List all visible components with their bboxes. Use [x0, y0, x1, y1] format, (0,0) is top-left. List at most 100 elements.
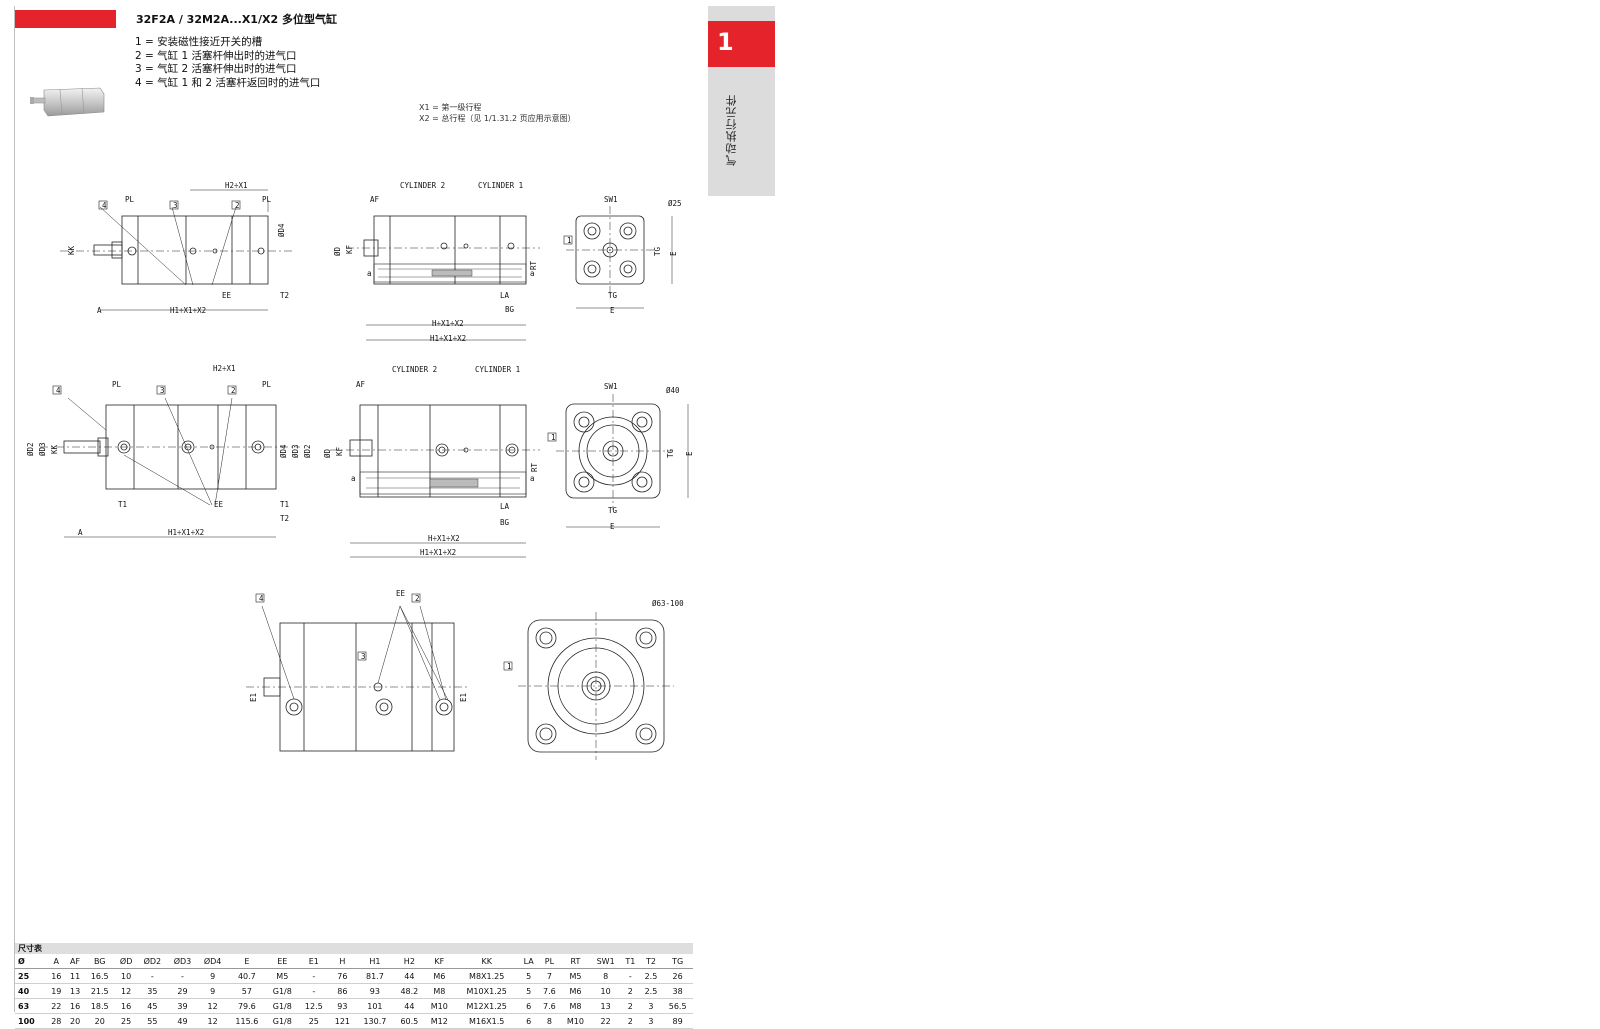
label-e-v-40: E — [685, 451, 694, 456]
label-af-25: AF — [370, 195, 380, 204]
label-h2-25: H2÷X1 — [225, 181, 248, 190]
label-d3-40a: ØD3 — [38, 442, 47, 456]
note-x2: X2 = 总行程（见 1/1.31.2 页应用示意图） — [419, 114, 576, 123]
label-h-25: H÷X1÷X2 — [432, 319, 464, 328]
stroke-notes: X1 = 第一级行程 X2 = 总行程（见 1/1.31.2 页应用示意图） — [419, 102, 576, 124]
table-cell: 56.5 — [662, 998, 693, 1014]
table-cell: 2.5 — [639, 968, 663, 984]
table-cell: 12 — [197, 998, 228, 1014]
table-cell: 93 — [329, 998, 356, 1014]
table-cell: M16X1.5 — [454, 1013, 520, 1029]
table-cell: 25 — [15, 968, 47, 984]
callout-1-25: 1 — [567, 236, 572, 245]
drawing-40-end — [556, 394, 689, 528]
label-a-25: A — [97, 306, 102, 315]
label-kk-25: KK — [67, 245, 76, 255]
col-header: H1 — [355, 954, 395, 969]
table-cell: 28 — [46, 1013, 66, 1029]
label-d-25: ØD — [333, 246, 342, 256]
table-cell: 39 — [167, 998, 198, 1014]
table-cell: 16 — [65, 998, 85, 1014]
label-tg-v-40: TG — [666, 448, 675, 458]
table-cell: 79.6 — [227, 998, 267, 1014]
label-a-small-25b: a — [530, 269, 535, 278]
callout-2-63: 2 — [415, 594, 420, 603]
col-header: Ø — [15, 954, 47, 969]
table-cell: 16 — [115, 998, 138, 1014]
table-cell: M8X1.25 — [454, 968, 520, 984]
col-header: T2 — [639, 954, 663, 969]
col-header: T1 — [621, 954, 640, 969]
label-a-40: A — [78, 528, 83, 537]
label-cyl1-25: CYLINDER 1 — [478, 181, 523, 190]
label-rt-25: RT — [529, 260, 538, 270]
table-caption: 尺寸表 — [15, 943, 693, 954]
table-cell: 6 — [519, 998, 539, 1014]
callout-1-40: 1 — [551, 433, 556, 442]
table-cell: 5 — [519, 983, 539, 999]
label-af-40: AF — [356, 380, 366, 389]
table-cell: G1/8 — [266, 983, 299, 999]
callout-4-25: 4 — [102, 201, 107, 210]
table-cell: 12.5 — [298, 998, 330, 1014]
col-header: ØD — [115, 954, 138, 969]
table-cell: 25 — [115, 1013, 138, 1029]
table-cell: 100 — [15, 1013, 47, 1029]
header-red-tab — [15, 10, 116, 28]
table-cell: 130.7 — [355, 1013, 395, 1029]
table-cell: 2 — [621, 998, 640, 1014]
table-cell: 10 — [115, 968, 138, 984]
label-t2-40: T2 — [280, 514, 289, 523]
table-cell: 101 — [355, 998, 395, 1014]
chapter-side-tab[interactable]: 1 气动执行元件 — [708, 6, 775, 196]
table-cell: M5 — [266, 968, 299, 984]
table-cell: 60.5 — [394, 1013, 425, 1029]
label-bg-25: BG — [505, 305, 515, 314]
table-cell: 8 — [538, 1013, 561, 1029]
label-dia-40: Ø40 — [666, 386, 680, 395]
label-ee-63: EE — [396, 589, 406, 598]
label-d4-25: ØD4 — [277, 223, 286, 237]
table-cell: M10 — [560, 1013, 591, 1029]
table-cell: 20 — [65, 1013, 85, 1029]
table-cell: 12 — [115, 983, 138, 999]
label-tg-v-25: TG — [653, 246, 662, 256]
label-e1-63a: E1 — [249, 693, 258, 702]
callout-3-25: 3 — [173, 201, 178, 210]
label-d2-40b: ØD2 — [303, 444, 312, 458]
col-header: ØD4 — [197, 954, 228, 969]
table-cell: 9 — [197, 968, 228, 984]
table-cell: 10 — [590, 983, 622, 999]
label-dia-63: Ø63-100 — [652, 599, 684, 608]
label-cyl2-40: CYLINDER 2 — [392, 365, 437, 374]
table-cell: M5 — [560, 968, 591, 984]
drawing-25-side — [60, 189, 292, 311]
col-header: LA — [519, 954, 539, 969]
table-cell: 2 — [621, 983, 640, 999]
label-kf-40: KF — [335, 446, 344, 456]
legend-item-3: 3 = 气缸 2 活塞杆伸出时的进气口 — [135, 63, 297, 76]
label-ee-25: EE — [222, 291, 232, 300]
table-cell: M8 — [560, 998, 591, 1014]
col-header: E1 — [298, 954, 330, 969]
table-cell: 3 — [639, 1013, 663, 1029]
label-rt-40: RT — [530, 462, 539, 472]
table-cell: M12 — [424, 1013, 455, 1029]
label-tg-25: TG — [608, 291, 618, 300]
label-cyl1-40: CYLINDER 1 — [475, 365, 520, 374]
port-legend: 1 = 安装磁性接近开关的槽 2 = 气缸 1 活塞杆伸出时的进气口 3 = 气… — [135, 36, 320, 90]
table-cell: 2.5 — [639, 983, 663, 999]
label-d3-40b: ØD3 — [291, 444, 300, 458]
table-cell: 49 — [167, 1013, 198, 1029]
label-e-v-25: E — [669, 251, 678, 256]
table-cell: 45 — [137, 998, 168, 1014]
table-cell: 89 — [662, 1013, 693, 1029]
chapter-number: 1 — [717, 28, 734, 56]
table-cell: - — [621, 968, 640, 984]
drawing-25-section — [346, 215, 540, 341]
drawing-63-end — [518, 612, 674, 760]
table-cell: 35 — [137, 983, 168, 999]
label-t1-40a: T1 — [118, 500, 127, 509]
table-cell: 9 — [197, 983, 228, 999]
table-cell: M12X1.25 — [454, 998, 520, 1014]
